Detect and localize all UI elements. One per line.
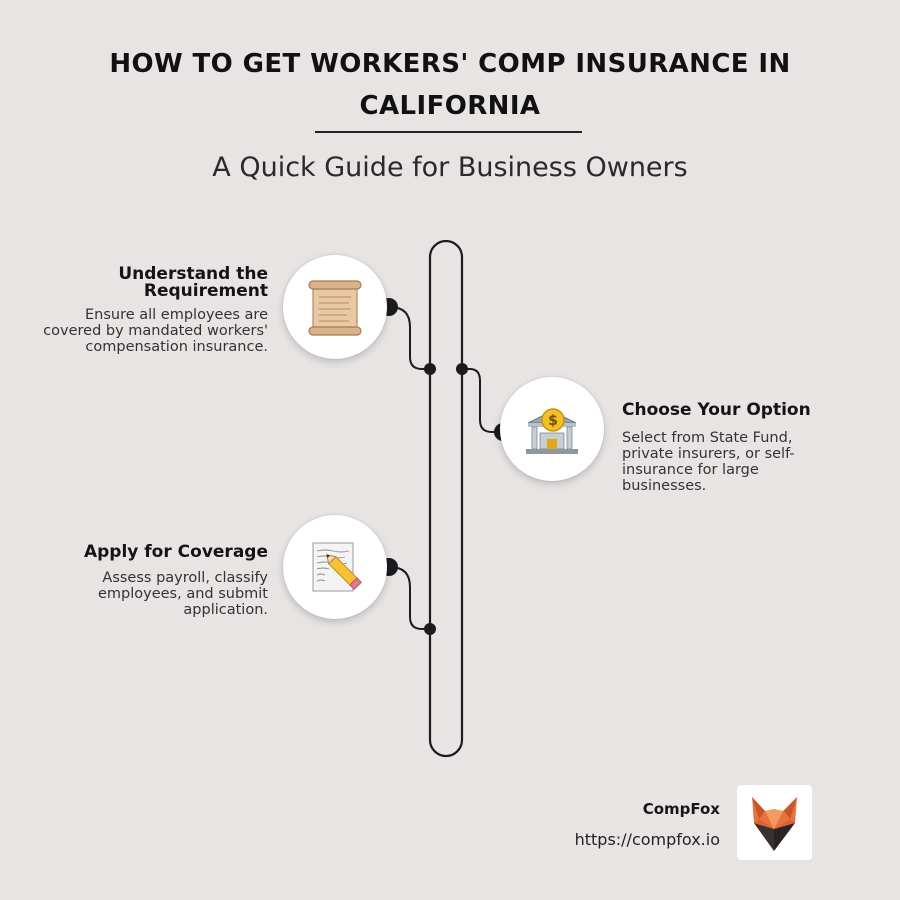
step-1-title: Understand the Requirement	[118, 264, 268, 301]
page-subtitle: A Quick Guide for Business Owners	[212, 152, 688, 183]
step-2-title: Choose Your Option	[622, 400, 811, 420]
connector-step-3	[389, 566, 430, 630]
timeline-spine	[428, 239, 464, 758]
fox-logo-icon	[752, 797, 797, 851]
step-2-description: Select from State Fund, private insurers…	[622, 430, 795, 494]
connector-dot-step-2-start	[456, 363, 468, 375]
connector-dot-step-1-end	[424, 363, 436, 375]
step-1-description: Ensure all employees are covered by mand…	[43, 307, 268, 355]
step-3-description: Assess payroll, classify employees, and …	[97, 570, 268, 618]
page-title: HOW TO GET WORKERS' COMP INSURANCE IN CA…	[109, 49, 791, 121]
scroll-icon	[308, 280, 362, 336]
connector-step-2	[462, 368, 503, 433]
step-3-title: Apply for Coverage	[83, 542, 268, 562]
memo-pencil-icon	[312, 542, 362, 592]
brand-url-link[interactable]: https://compfox.io	[574, 830, 720, 849]
step-2-icon-circle: $	[500, 377, 604, 481]
step-1-icon-circle	[283, 255, 387, 359]
brand-logo[interactable]	[737, 785, 812, 860]
title-divider	[315, 131, 582, 133]
svg-text:$: $	[548, 413, 558, 429]
bank-icon: $	[526, 408, 578, 454]
brand-name: CompFox	[642, 800, 720, 818]
connector-step-1	[389, 306, 430, 370]
step-3-icon-circle	[283, 515, 387, 619]
connector-dot-step-3-end	[424, 623, 436, 635]
